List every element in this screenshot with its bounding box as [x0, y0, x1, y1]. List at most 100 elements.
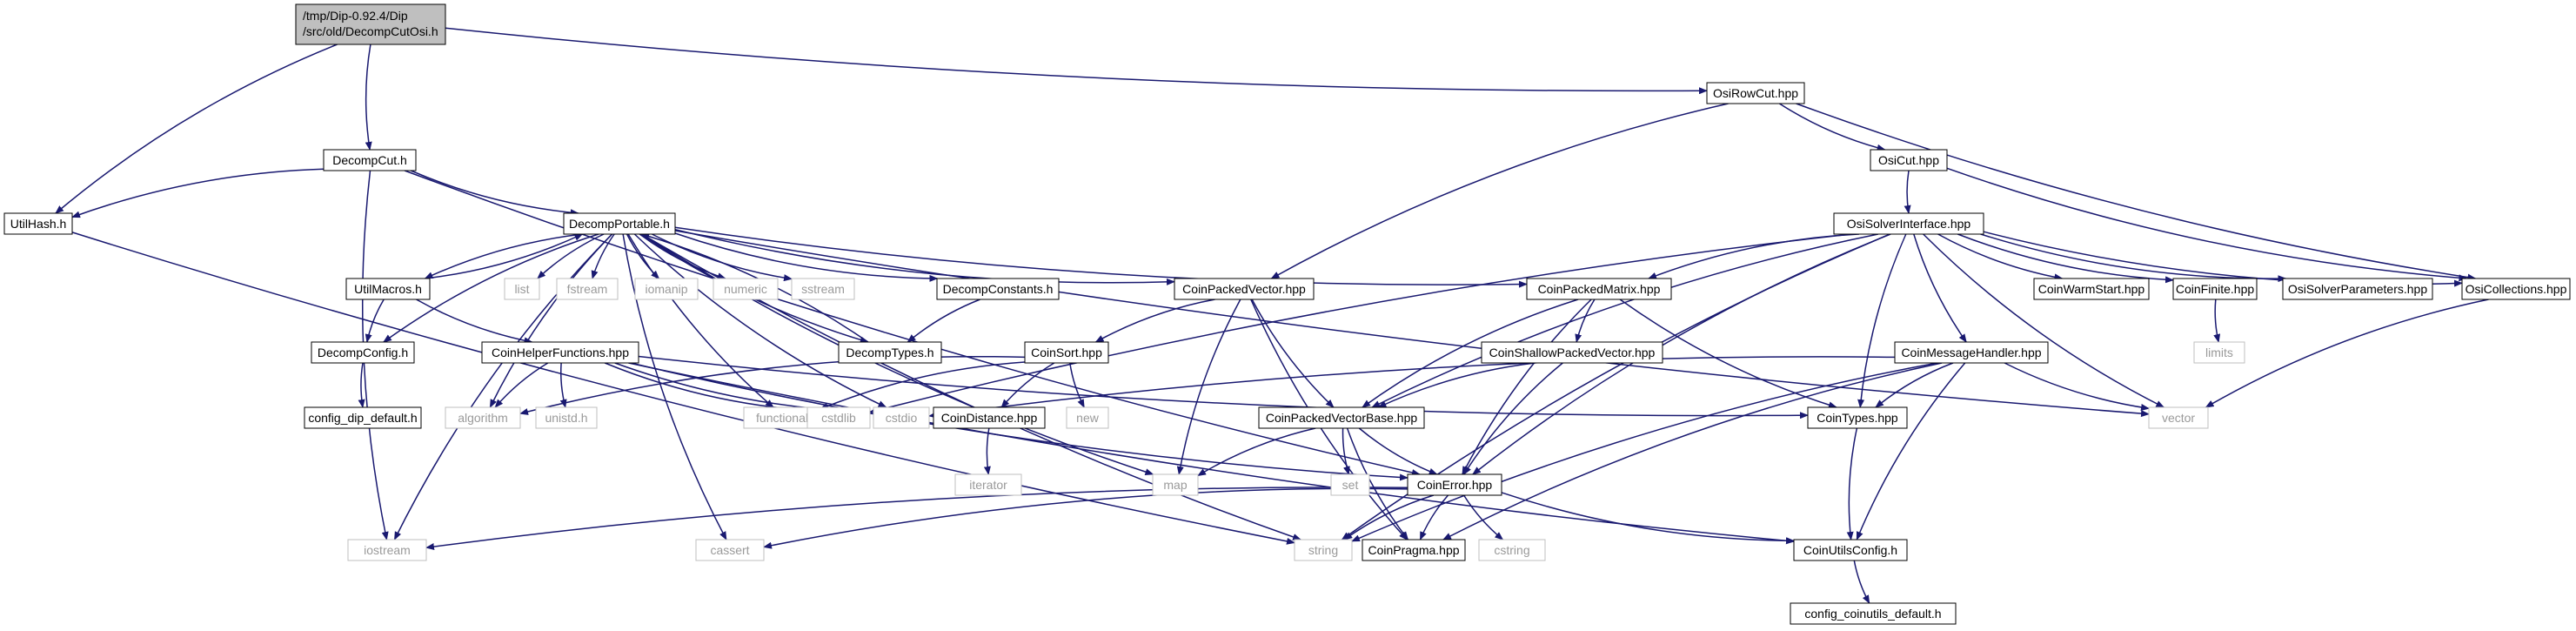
edge-utilhash-to-string: [71, 232, 1295, 545]
edge-decompportable-to-algorithm: [489, 233, 613, 408]
edge-osisolver-to-coinpackedmatrix: [1648, 233, 1860, 279]
node-coinshallow[interactable]: CoinShallowPackedVector.hpp: [1481, 341, 1663, 364]
node-osicut[interactable]: OsiCut.hpp: [1870, 149, 1948, 171]
node-box-limits: [2193, 341, 2245, 364]
edge-osisolver-to-coinmessage: [1913, 233, 1967, 343]
edge-coinpackedmatrix-to-cointypes: [1619, 299, 1837, 409]
node-label-new: new: [1076, 411, 1100, 425]
node-iterator: iterator: [954, 473, 1022, 496]
edge-osisolver-to-osicollections: [1983, 231, 2463, 287]
node-decompcut[interactable]: DecompCut.h: [323, 149, 417, 171]
edge-decompcut-to-utilhash: [71, 168, 325, 218]
edge-decompportable-to-coinpackedmatrix: [674, 226, 1528, 288]
node-coinhelper[interactable]: CoinHelperFunctions.hpp: [481, 341, 639, 364]
node-decompportable[interactable]: DecompPortable.h: [563, 212, 676, 235]
node-utilmacros[interactable]: UtilMacros.h: [345, 278, 431, 300]
edge-decompportable-to-cassert: [622, 233, 727, 540]
edge-coinerror-to-cassert: [763, 487, 1408, 549]
node-coinutilsconfig[interactable]: CoinUtilsConfig.h: [1793, 539, 1908, 561]
node-configdip[interactable]: config_dip_default.h: [304, 406, 422, 429]
node-osisolver[interactable]: OsiSolverInterface.hpp: [1833, 212, 1984, 235]
edge-coinmessage-to-string: [1351, 362, 1937, 542]
node-root[interactable]: /tmp/Dip-0.92.4/Dip/src/old/DecompCutOsi…: [295, 3, 446, 45]
node-decomptypes[interactable]: DecompTypes.h: [838, 341, 942, 364]
edge-coinpackedvectorbase-to-set: [1342, 427, 1350, 475]
node-label-functional: functional: [756, 411, 808, 425]
node-label-coinfinite: CoinFinite.hpp: [2176, 282, 2254, 296]
edge-decompportable-to-functional: [627, 233, 774, 408]
node-label-configdip: config_dip_default.h: [308, 411, 417, 425]
node-box-coindistance: [933, 406, 1046, 429]
edge-coinsort-to-coindistance: [1000, 362, 1055, 408]
node-coinfinite[interactable]: CoinFinite.hpp: [2172, 278, 2258, 300]
node-coinwarmstart[interactable]: CoinWarmStart.hpp: [2033, 278, 2150, 300]
node-osicollections[interactable]: OsiCollections.hpp: [2461, 278, 2571, 300]
edge-utilmacros-to-decompportable: [425, 233, 584, 279]
node-decompconfig[interactable]: DecompConfig.h: [311, 341, 415, 364]
node-label-coinwarmstart: CoinWarmStart.hpp: [2038, 282, 2145, 296]
node-label-cassert: cassert: [710, 543, 749, 557]
node-cassert: cassert: [695, 539, 765, 561]
edge-coinerror-to-coinpragma: [1419, 494, 1449, 540]
node-label-decompconstants: DecompConstants.h: [943, 282, 1054, 296]
edge-coinutilsconfig-to-configcoinutils: [1853, 560, 1870, 604]
node-box-decompcut: [323, 149, 417, 171]
node-box-cstdlib: [806, 406, 871, 429]
node-box-configdip: [304, 406, 422, 429]
node-coinpackedmatrix[interactable]: CoinPackedMatrix.hpp: [1526, 278, 1672, 300]
edge-coinpackedmatrix-to-coinpackedvectorbase: [1362, 299, 1579, 408]
node-iostream: iostream: [347, 539, 427, 561]
node-box-coinsort: [1024, 341, 1109, 364]
node-coinerror[interactable]: CoinError.hpp: [1407, 473, 1502, 496]
edge-utilmacros-to-coinhelper: [416, 299, 533, 345]
node-label-coinsort: CoinSort.hpp: [1031, 346, 1102, 359]
node-coinmessage[interactable]: CoinMessageHandler.hpp: [1894, 341, 2049, 364]
node-set: set: [1330, 473, 1370, 496]
node-coindistance[interactable]: CoinDistance.hpp: [933, 406, 1046, 429]
edge-decompconstants-to-decomptypes: [907, 299, 980, 343]
node-box-sstream: [791, 278, 855, 300]
edge-osirowcut-to-coinpackedvector: [1270, 103, 1729, 279]
node-cointypes[interactable]: CoinTypes.hpp: [1807, 406, 1908, 429]
node-coinsort[interactable]: CoinSort.hpp: [1024, 341, 1109, 364]
edge-coinerror-to-coinutilsconfig: [1501, 492, 1795, 545]
node-label-cstdlib: cstdlib: [821, 411, 856, 425]
edge-coinpackedvectorbase-to-coinpragma: [1346, 427, 1409, 540]
edge-osirowcut-to-osicollections: [1796, 103, 2477, 281]
node-label-numeric: numeric: [724, 282, 767, 296]
edge-utilmacros-to-decompconfig: [365, 299, 385, 343]
node-label-osicollections: OsiCollections.hpp: [2466, 282, 2567, 296]
node-coinpackedvector[interactable]: CoinPackedVector.hpp: [1174, 278, 1315, 300]
node-box-root: [295, 3, 446, 45]
node-cstdlib: cstdlib: [806, 406, 871, 429]
node-box-cstdio: [873, 406, 930, 429]
edge-root-to-osirowcut: [445, 27, 1708, 95]
node-label-list: list: [514, 282, 529, 296]
node-label-coindistance: CoinDistance.hpp: [941, 411, 1038, 425]
node-coinpragma[interactable]: CoinPragma.hpp: [1362, 539, 1466, 561]
node-coinpackedvectorbase[interactable]: CoinPackedVectorBase.hpp: [1258, 406, 1425, 429]
edge-osisolver-to-cstdlib: [869, 233, 1851, 414]
edge-decompportable-to-iostream: [393, 233, 613, 540]
node-decompconstants[interactable]: DecompConstants.h: [936, 278, 1060, 300]
node-osirowcut[interactable]: OsiRowCut.hpp: [1706, 82, 1805, 104]
node-box-vector: [2148, 406, 2209, 429]
node-box-utilmacros: [345, 278, 431, 300]
edge-coinmessage-to-cstdio: [928, 356, 1896, 419]
node-box-iterator: [954, 473, 1022, 496]
node-osisolverparams[interactable]: OsiSolverParameters.hpp: [2282, 278, 2433, 300]
node-box-coinwarmstart: [2033, 278, 2150, 300]
node-box-set: [1330, 473, 1370, 496]
node-label-configcoinutils: config_coinutils_default.h: [1804, 607, 1941, 621]
edge-osirowcut-to-osicut: [1778, 103, 1886, 151]
node-list: list: [504, 278, 540, 300]
node-label-fstream: fstream: [567, 282, 608, 296]
edge-coinsort-to-functional: [820, 361, 1026, 410]
node-label-decompportable: DecompPortable.h: [569, 217, 670, 231]
node-box-decompconfig: [311, 341, 415, 364]
node-configcoinutils[interactable]: config_coinutils_default.h: [1790, 602, 1957, 625]
edge-coinmessage-to-cointypes: [1875, 362, 1954, 408]
node-box-map: [1152, 473, 1199, 496]
edge-osisolver-to-cointypes: [1857, 233, 1907, 408]
node-utilhash[interactable]: UtilHash.h: [3, 212, 73, 235]
